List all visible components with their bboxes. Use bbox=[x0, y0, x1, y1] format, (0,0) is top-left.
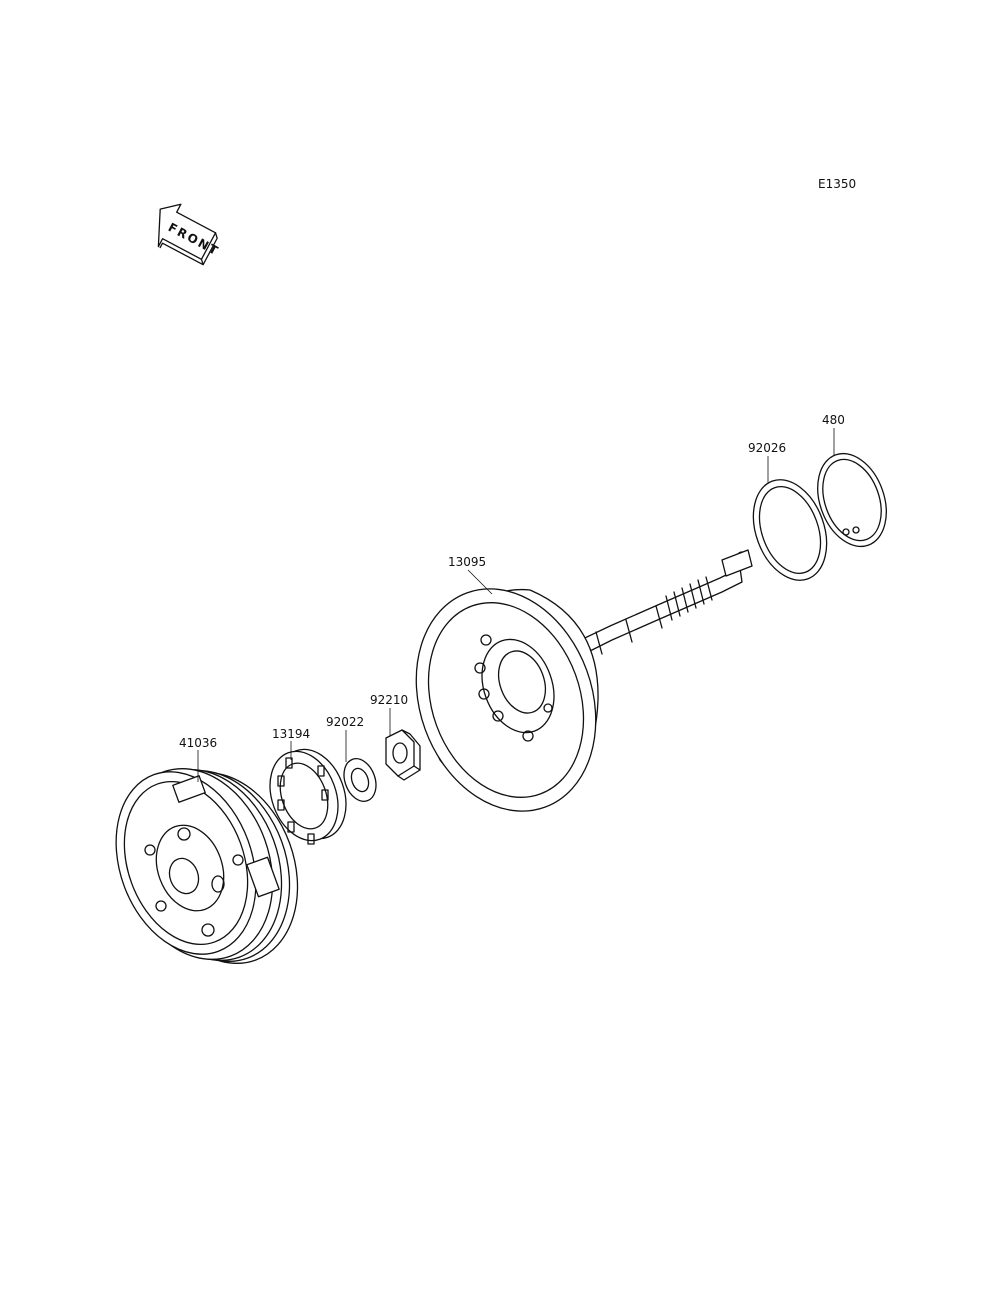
nut bbox=[385, 729, 421, 781]
part-number-480: 480 bbox=[822, 413, 845, 427]
part-number-41036: 41036 bbox=[179, 736, 217, 750]
part-number-13095: 13095 bbox=[448, 555, 486, 569]
shim-ring bbox=[752, 479, 828, 581]
front-arrow-icon: FRONT bbox=[157, 203, 222, 266]
part-number-92026: 92026 bbox=[748, 441, 786, 455]
diagram-code: E1350 bbox=[818, 177, 856, 191]
part-number-92022: 92022 bbox=[326, 715, 364, 729]
clutch-shoe-assembly bbox=[115, 768, 299, 964]
circlip bbox=[817, 452, 887, 548]
one-way-clutch bbox=[269, 748, 347, 845]
washer bbox=[343, 758, 377, 802]
part-number-92210: 92210 bbox=[370, 693, 408, 707]
leader-13095 bbox=[467, 569, 493, 595]
clutch-drum-shaft bbox=[415, 549, 753, 812]
part-number-13194: 13194 bbox=[272, 727, 310, 741]
